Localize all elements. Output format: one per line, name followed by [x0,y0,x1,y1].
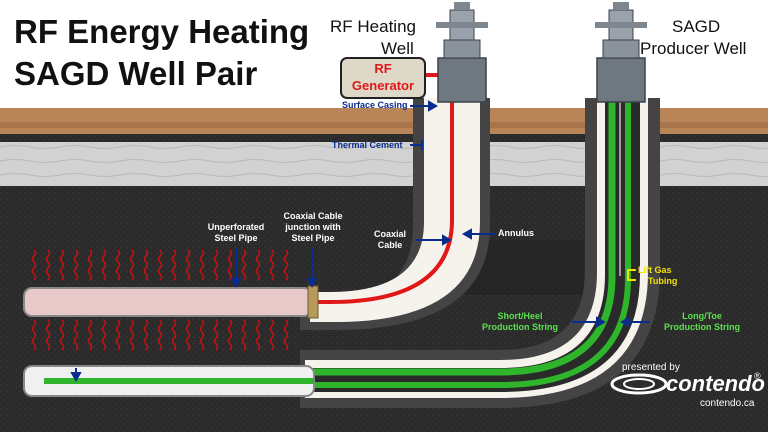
rf-heating-well-title-line1: RF Heating [330,17,416,36]
heat-wave [185,319,191,351]
page-title-line2: SAGD Well Pair [14,55,258,92]
heat-wave [73,319,79,351]
heat-wave [87,319,93,351]
heat-wave [45,319,51,351]
rf-generator-box [340,57,426,99]
heat-wave [283,249,289,281]
heat-wave [115,319,121,351]
heat-wave [171,249,177,281]
green-arrows [572,316,650,328]
heat-wave [255,319,261,351]
heat-wave [199,249,205,281]
presented-by-text: presented by [622,362,680,373]
short-heel-label-line1: Short/Heel [497,311,543,321]
heat-waves [31,249,289,351]
producer-well-title-line2: Producer Well [640,39,747,58]
lift-gas-bracket [627,269,636,281]
short-heel-label-line2: Production String [482,322,558,332]
thermal-cement-label: Thermal Cement [332,140,403,150]
heat-wave [185,249,191,281]
contendo-wordmark: contendo [666,371,765,396]
heat-wave [129,319,135,351]
short-heel-production-string [300,98,616,376]
heat-wave [115,249,121,281]
heat-wave [143,319,149,351]
heat-wave [171,319,177,351]
heat-wave [59,249,65,281]
heat-wave [283,319,289,351]
lift-gas-label-line1: Lift Gas [638,265,672,275]
heat-wave [199,319,205,351]
registered-mark: ® [754,371,761,381]
surface-casing-label: Surface Casing [342,100,408,110]
rf-generator-label-line2: Generator [351,78,415,93]
coax-junction-label-line2: junction with [285,222,341,232]
unperforated-steel-pipe [23,287,313,317]
website-text: contendo.ca [700,398,755,409]
heat-wave [241,249,247,281]
producer-wellhead [595,2,647,103]
heat-wave [143,249,149,281]
heat-wave [255,249,261,281]
heat-wave [129,249,135,281]
unperforated-label-line2: Steel Pipe [214,233,258,243]
annulus-label: Annulus [498,228,534,238]
heat-wave [31,249,37,281]
coax-junction-label-line1: Coaxial Cable [283,211,343,221]
coax-junction [307,285,319,319]
coaxial-cable-label-line1: Coaxial [373,229,406,239]
heat-wave [101,249,107,281]
page-title-line1: RF Energy Heating [14,13,310,50]
long-toe-label-line2: Production String [664,322,740,332]
heat-wave [227,319,233,351]
heat-wave [213,249,219,281]
coaxial-cable-label-line2: Cable [377,240,403,250]
rf-heating-well-title-line2: Well [381,39,414,58]
unperforated-label-line1: Unperforated [207,222,265,232]
heat-wave [31,319,37,351]
heat-wave [73,249,79,281]
producer-inner [310,98,640,392]
long-toe-production-string [40,98,631,388]
heat-wave [227,249,233,281]
producer-well-title-line1: SAGD [672,17,721,36]
heat-wave [157,249,163,281]
rf-generator-label-line1: RF [374,61,392,76]
heat-wave [157,319,163,351]
rf-wellhead [436,2,488,103]
long-toe-label-line1: Long/Toe [682,311,722,321]
heat-wave [59,319,65,351]
producer-outer-casing [300,98,660,408]
lift-gas-label-line2: Tubing [648,276,678,286]
coax-junction-label-line3: Steel Pipe [291,233,335,243]
producer-liner-string [44,378,314,384]
label-arrows [70,100,496,383]
heat-wave [269,249,275,281]
heat-wave [241,319,247,351]
topsoil-stripe [0,122,768,128]
heat-wave [101,319,107,351]
heat-wave [87,249,93,281]
contendo-logo-icon [610,373,668,395]
heat-wave [45,249,51,281]
heat-wave [213,319,219,351]
heat-wave [269,319,275,351]
coaxial-cable [316,92,454,304]
